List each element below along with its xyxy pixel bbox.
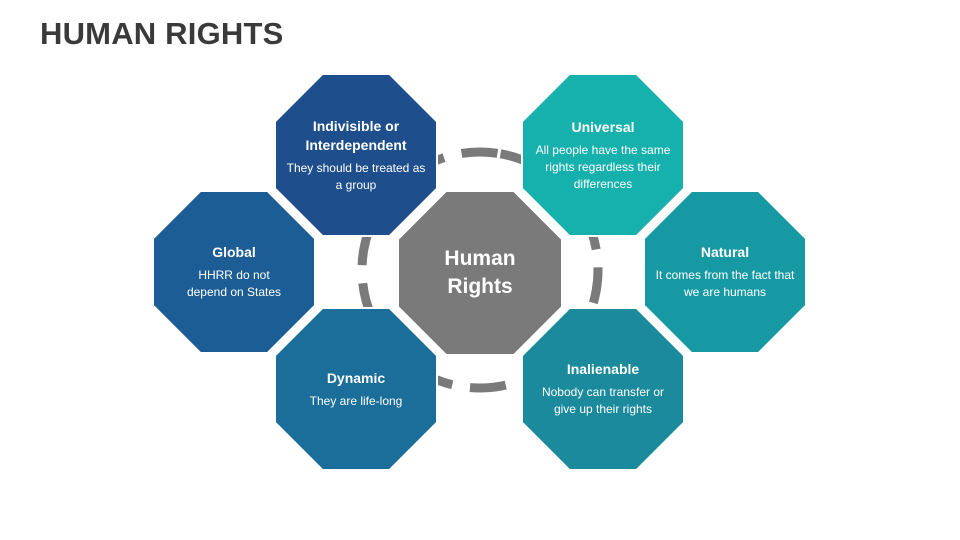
node-universal-title: Universal — [571, 118, 635, 135]
node-indivisible-desc: They should be treated as a group — [286, 160, 426, 192]
node-natural-desc: It comes from the fact that we are human… — [655, 268, 795, 299]
node-universal: Universal All people have the same right… — [521, 73, 685, 237]
node-dynamic-title: Dynamic — [326, 369, 386, 386]
node-global-title: Global — [212, 244, 256, 260]
node-inalienable-title: Inalienable — [566, 361, 640, 377]
node-indivisible-title: Indivisible or Interdependent — [305, 117, 407, 153]
node-natural-title: Natural — [700, 244, 750, 260]
node-natural: Natural It comes from the fact that we a… — [643, 190, 807, 354]
node-inalienable-desc: Nobody can transfer or give up their rig… — [541, 385, 665, 416]
node-global: Global HHRR do not depend on States — [152, 190, 316, 354]
node-indivisible: Indivisible or Interdependent They shoul… — [274, 73, 438, 237]
center-title-line2: Rights — [447, 275, 513, 298]
slide-title: HUMAN RIGHTS — [40, 16, 284, 51]
node-inalienable: Inalienable Nobody can transfer or give … — [521, 307, 685, 471]
node-universal-desc: All people have the same rights regardle… — [535, 142, 671, 191]
node-dynamic-desc: They are life-long — [309, 393, 403, 408]
center-title-line1: Human — [444, 247, 516, 270]
node-dynamic: Dynamic They are life-long — [274, 307, 438, 471]
center-node: Human Rights — [397, 190, 563, 356]
node-global-desc: HHRR do not depend on States — [186, 268, 282, 299]
